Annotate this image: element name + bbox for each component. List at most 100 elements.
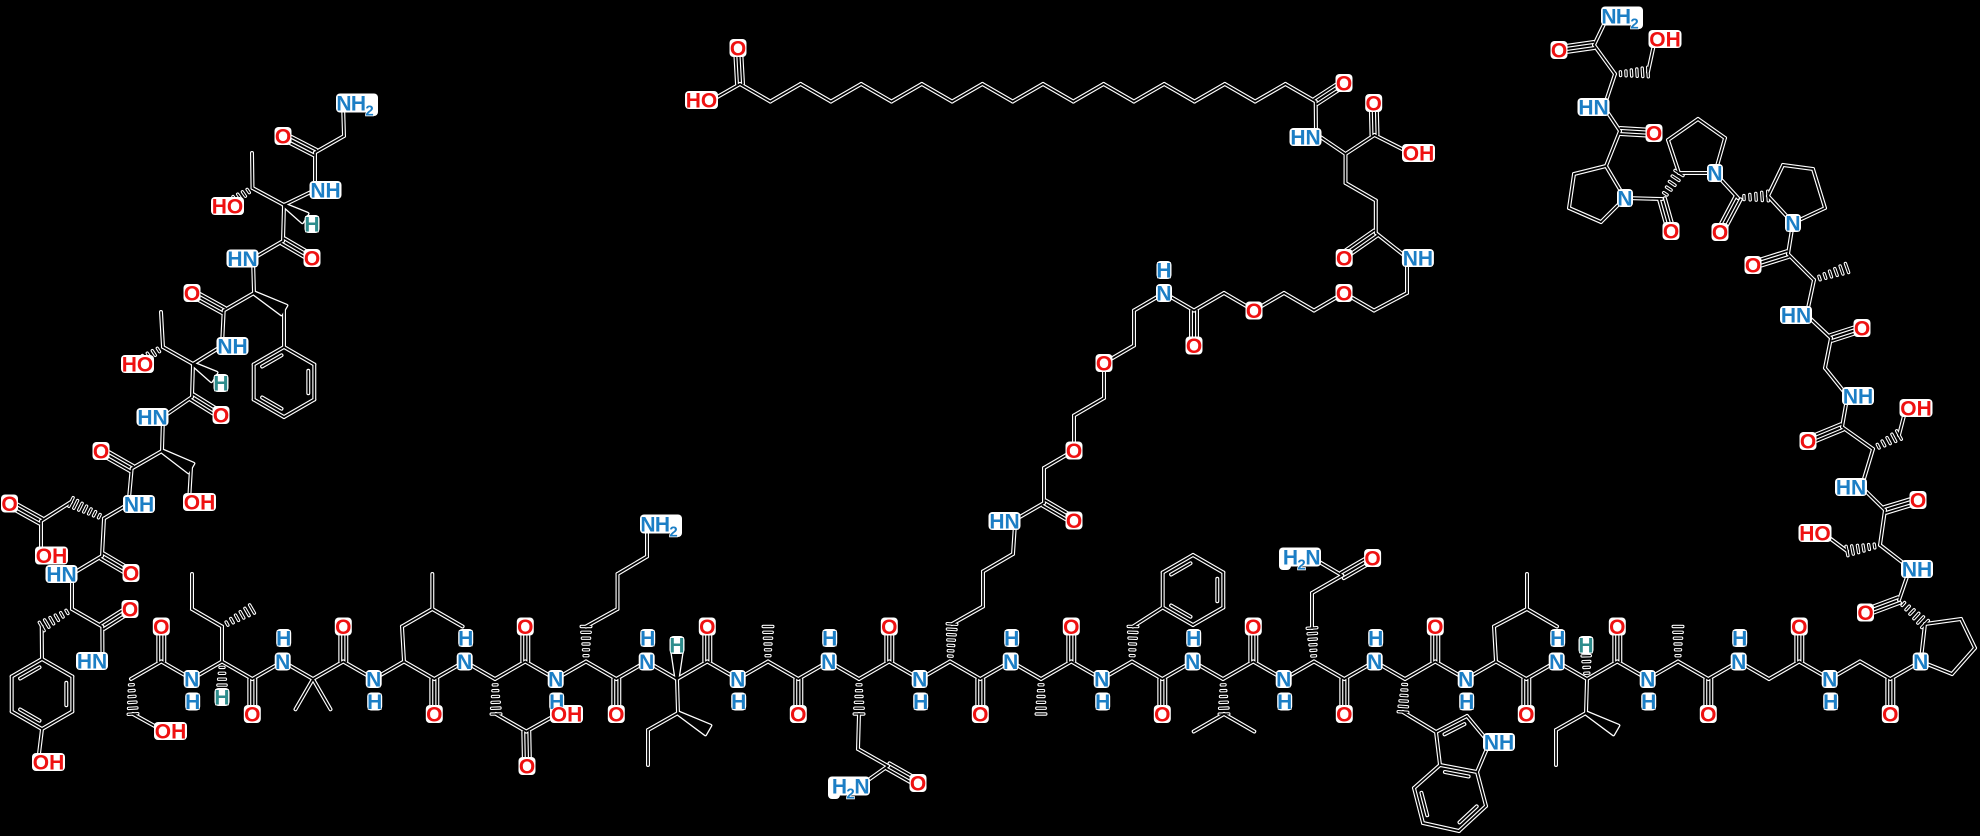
svg-text:O: O	[1800, 431, 1816, 454]
svg-text:N: N	[1185, 651, 1200, 674]
svg-text:H: H	[1156, 260, 1171, 283]
svg-text:O: O	[1096, 353, 1112, 376]
svg-text:OH: OH	[551, 704, 583, 727]
svg-text:NH: NH	[124, 494, 154, 517]
svg-text:HO: HO	[212, 196, 244, 219]
svg-text:H: H	[549, 691, 564, 714]
svg-text:O: O	[517, 616, 533, 639]
svg-text:O: O	[1609, 616, 1625, 639]
svg-text:NH: NH	[217, 336, 247, 359]
svg-text:2: 2	[365, 103, 373, 120]
svg-text:N: N	[1707, 163, 1722, 186]
svg-text:O: O	[1910, 490, 1926, 513]
svg-text:N: N	[336, 93, 351, 116]
svg-text:H: H	[640, 628, 655, 651]
svg-text:N: N	[1003, 651, 1018, 674]
svg-text:O: O	[1663, 221, 1679, 244]
svg-text:N: N	[1822, 669, 1837, 692]
svg-text:N: N	[1367, 651, 1382, 674]
svg-text:H: H	[731, 691, 746, 714]
svg-text:H: H	[1283, 547, 1298, 570]
svg-text:HN: HN	[1578, 97, 1608, 120]
svg-text:O: O	[1066, 510, 1082, 533]
svg-text:O: O	[1551, 40, 1567, 63]
svg-text:O: O	[608, 704, 624, 727]
svg-text:O: O	[1646, 123, 1662, 146]
svg-text:H: H	[214, 687, 229, 710]
svg-text:N: N	[1305, 547, 1320, 570]
svg-text:2: 2	[846, 786, 854, 803]
svg-text:O: O	[1336, 73, 1352, 96]
svg-text:N: N	[366, 669, 381, 692]
svg-text:OH: OH	[1900, 398, 1932, 421]
svg-text:H: H	[1578, 635, 1593, 658]
svg-text:HN: HN	[1781, 305, 1811, 328]
svg-text:O: O	[1154, 704, 1170, 727]
svg-text:NH: NH	[1403, 248, 1433, 271]
svg-text:N: N	[912, 669, 927, 692]
svg-text:H: H	[1641, 691, 1656, 714]
svg-text:OH: OH	[184, 492, 216, 515]
svg-text:HO: HO	[1799, 523, 1831, 546]
svg-text:H: H	[1732, 628, 1747, 651]
svg-text:H: H	[669, 635, 684, 658]
svg-text:O: O	[1882, 704, 1898, 727]
svg-text:H: H	[1004, 628, 1019, 651]
svg-text:O: O	[1246, 300, 1262, 323]
svg-text:H: H	[1095, 691, 1110, 714]
svg-text:O: O	[1336, 283, 1352, 306]
svg-text:O: O	[1712, 222, 1728, 245]
svg-text:H: H	[1459, 691, 1474, 714]
svg-text:HO: HO	[122, 354, 154, 377]
svg-text:O: O	[123, 563, 139, 586]
svg-text:N: N	[1601, 6, 1616, 29]
svg-text:N: N	[854, 776, 869, 799]
svg-text:O: O	[1364, 548, 1380, 571]
svg-text:O: O	[1245, 616, 1261, 639]
svg-text:N: N	[1617, 188, 1632, 211]
svg-text:NH: NH	[1902, 559, 1932, 582]
svg-text:O: O	[275, 126, 291, 149]
svg-text:HN: HN	[227, 248, 257, 271]
svg-text:2: 2	[1630, 16, 1638, 33]
svg-text:HN: HN	[1290, 127, 1320, 150]
svg-text:H: H	[367, 691, 382, 714]
svg-text:O: O	[426, 704, 442, 727]
svg-text:N: N	[457, 651, 472, 674]
svg-text:O: O	[881, 616, 897, 639]
svg-text:N: N	[1785, 213, 1800, 236]
svg-text:H: H	[1368, 628, 1383, 651]
svg-text:H: H	[276, 628, 291, 651]
svg-text:H: H	[1616, 6, 1631, 29]
svg-text:O: O	[1, 493, 17, 516]
svg-text:H: H	[185, 691, 200, 714]
svg-text:O: O	[1336, 248, 1352, 271]
svg-text:O: O	[1336, 704, 1352, 727]
svg-text:N: N	[1276, 669, 1291, 692]
svg-text:N: N	[730, 669, 745, 692]
svg-text:N: N	[1549, 651, 1564, 674]
svg-text:N: N	[821, 651, 836, 674]
svg-text:N: N	[1731, 651, 1746, 674]
svg-text:O: O	[1854, 318, 1870, 341]
svg-text:N: N	[1640, 669, 1655, 692]
svg-text:O: O	[730, 38, 746, 61]
svg-text:O: O	[1745, 255, 1761, 278]
svg-text:O: O	[519, 756, 535, 779]
svg-text:N: N	[1094, 669, 1109, 692]
svg-text:N: N	[1458, 669, 1473, 692]
svg-text:N: N	[640, 514, 655, 537]
svg-text:NH: NH	[310, 180, 340, 203]
svg-text:O: O	[1366, 93, 1382, 116]
svg-text:H: H	[1550, 628, 1565, 651]
svg-text:O: O	[790, 704, 806, 727]
svg-text:OH: OH	[1403, 143, 1435, 166]
svg-text:N: N	[275, 651, 290, 674]
svg-text:NH: NH	[1843, 386, 1873, 409]
svg-text:H: H	[832, 776, 847, 799]
svg-text:H: H	[213, 373, 228, 396]
svg-text:HN: HN	[46, 564, 76, 587]
svg-text:OH: OH	[36, 545, 68, 568]
svg-text:HN: HN	[137, 407, 167, 430]
svg-text:H: H	[351, 93, 366, 116]
